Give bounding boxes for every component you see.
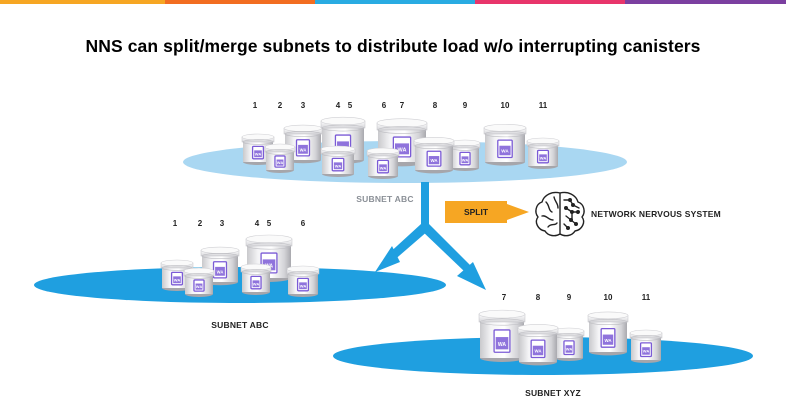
canister-badge-text: WA bbox=[643, 349, 650, 354]
subnet-xyz-canisters: WA WA WA WA WA bbox=[478, 309, 663, 366]
nns-label: NETWORK NERVOUS SYSTEM bbox=[591, 209, 721, 219]
subnet-abc-top-label: SUBNET ABC bbox=[356, 194, 414, 204]
subnet-abc-top-number-8: 8 bbox=[432, 101, 438, 110]
canister-badge-text: WA bbox=[604, 338, 612, 343]
split-arrowhead bbox=[507, 204, 529, 220]
subnet-abc-top-number-10: 10 bbox=[500, 101, 510, 110]
subnet-abc-top-canister-7: WA bbox=[366, 147, 400, 179]
canister-badge-text: WA bbox=[501, 149, 509, 154]
canister-badge-text: WA bbox=[462, 157, 469, 162]
canister-badge-text: WA bbox=[174, 277, 181, 282]
subnet-abc-bottom-number-3: 3 bbox=[219, 219, 225, 228]
subnet-abc-top-canister-2: WA bbox=[264, 143, 296, 173]
subnet-xyz-canister-2: WA bbox=[517, 324, 559, 366]
canister-badge-text: WA bbox=[380, 165, 387, 170]
subnet-abc-bottom-canister-2: WA bbox=[183, 267, 215, 297]
subnet-abc-top-number-6: 6 bbox=[381, 101, 387, 110]
subnet-xyz-canister-5: WA bbox=[629, 329, 663, 363]
subnet-xyz-canister-4: WA bbox=[587, 311, 629, 356]
canister-badge-text: WA bbox=[253, 281, 260, 286]
subnet-abc-top-canister-9: WA bbox=[449, 139, 481, 171]
canister-badge-text: WA bbox=[300, 283, 307, 288]
subnet-xyz-label: SUBNET XYZ bbox=[525, 388, 581, 398]
subnet-abc-top-canister-8: WA bbox=[413, 137, 455, 174]
subnet-abc-top-number-9: 9 bbox=[462, 101, 468, 110]
subnet-abc-bottom-number-2: 2 bbox=[197, 219, 203, 228]
subnet-abc-bottom-label: SUBNET ABC bbox=[211, 320, 269, 330]
subnet-xyz-number-2: 8 bbox=[535, 293, 541, 302]
subnet-xyz-number-3: 9 bbox=[566, 293, 572, 302]
canister-badge-text: WA bbox=[534, 349, 542, 354]
canister-badge-text: WA bbox=[430, 158, 438, 163]
canister-badge-text: WA bbox=[498, 342, 506, 348]
subnet-xyz-canister-3: WA bbox=[553, 327, 585, 361]
subnet-xyz-number-5: 11 bbox=[641, 293, 651, 302]
brain-icon bbox=[535, 191, 585, 237]
canister-badge-text: WA bbox=[255, 151, 262, 156]
subnet-abc-bottom-canister-4: WA bbox=[240, 263, 272, 295]
canister-badge-text: WA bbox=[217, 269, 224, 274]
subnet-abc-top-canister-10: WA bbox=[483, 123, 527, 166]
subnet-abc-top-number-3: 3 bbox=[300, 101, 306, 110]
subnet-abc-top-number-2: 2 bbox=[277, 101, 283, 110]
page-title: NNS can split/merge subnets to distribut… bbox=[85, 36, 701, 56]
subnet-abc-bottom-platform bbox=[34, 267, 446, 303]
subnet-xyz-number-1: 7 bbox=[501, 293, 507, 302]
canister-badge-text: WA bbox=[540, 155, 547, 160]
subnet-abc-top-number-7: 7 bbox=[399, 101, 405, 110]
canister-badge-text: WA bbox=[277, 160, 284, 165]
canister-badge-text: WA bbox=[398, 147, 407, 153]
split-label: SPLIT bbox=[445, 201, 507, 223]
subnet-abc-bottom-number-4: 4 bbox=[254, 219, 260, 228]
subnet-abc-top-canister-1: WA bbox=[241, 133, 275, 165]
subnet-abc-bottom-number-5: 5 bbox=[266, 219, 272, 228]
canister-badge-text: WA bbox=[566, 347, 573, 352]
subnet-abc-top-canister-11: WA bbox=[526, 137, 560, 169]
subnet-abc-top-number-11: 11 bbox=[538, 101, 548, 110]
subnet-abc-bottom-number-6: 6 bbox=[300, 219, 306, 228]
split-arrow-icon bbox=[375, 182, 486, 290]
subnet-abc-top-number-5: 5 bbox=[347, 101, 353, 110]
top-color-bar bbox=[0, 0, 786, 4]
subnet-abc-bottom-canister-3: WA bbox=[200, 246, 240, 286]
subnet-xyz-number-4: 10 bbox=[603, 293, 613, 302]
subnet-abc-bottom-canister-6: WA bbox=[286, 265, 320, 297]
subnet-abc-bottom-number-1: 1 bbox=[172, 219, 178, 228]
canister-badge-text: WA bbox=[335, 163, 342, 168]
subnet-abc-top-canister-5: WA bbox=[320, 145, 356, 177]
subnet-abc-top-number-4: 4 bbox=[335, 101, 341, 110]
subnet-abc-top-number-1: 1 bbox=[252, 101, 258, 110]
subnet-xyz-canister-1: WA bbox=[478, 309, 526, 362]
canister-badge-text: WA bbox=[196, 284, 203, 289]
canister-badge-text: WA bbox=[300, 147, 307, 152]
